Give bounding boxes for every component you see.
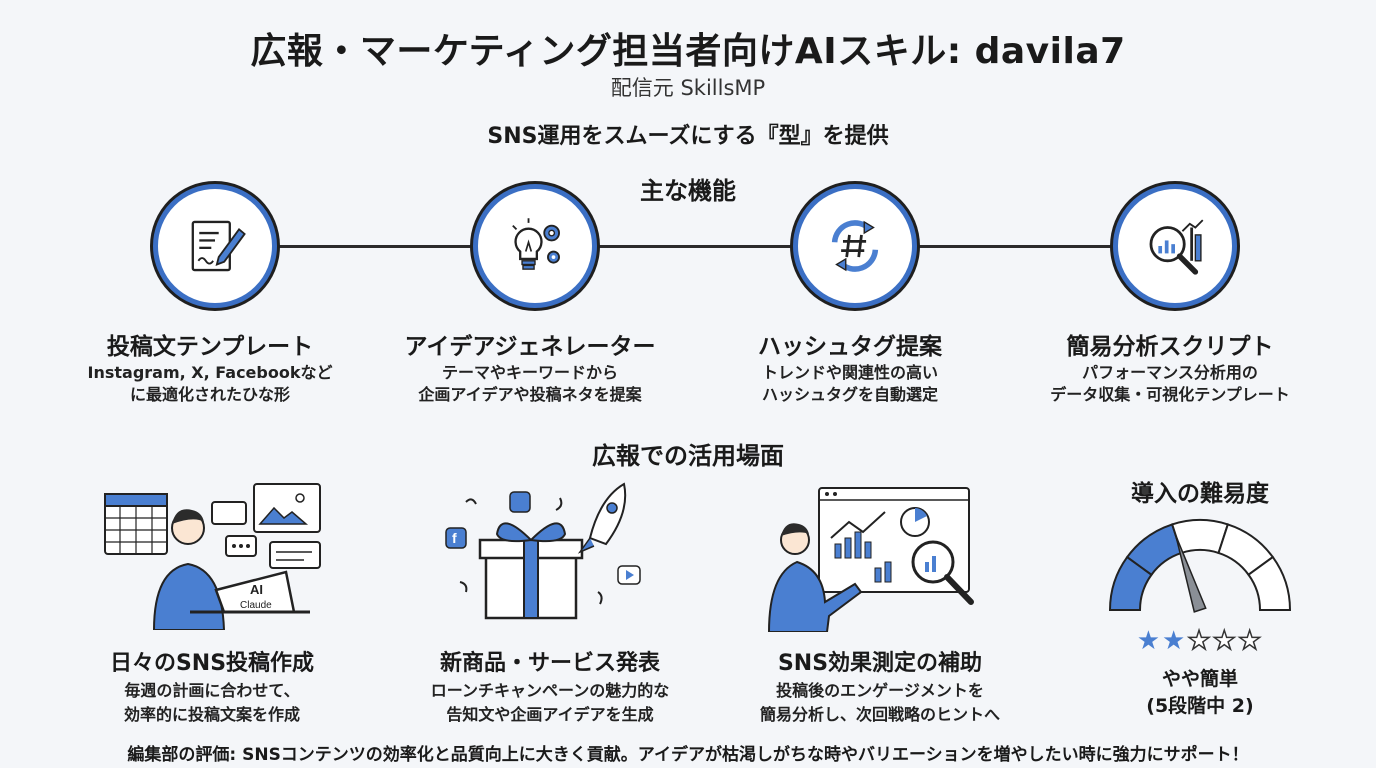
usecase-desc-daily-1: 毎週の計画に合わせて、 <box>124 681 300 700</box>
difficulty-scale: (5段階中 2) <box>1146 695 1254 717</box>
hashtag-cycle-icon <box>831 220 879 272</box>
feature-name-hashtag: ハッシュタグ提案 <box>758 334 942 360</box>
feature-circle-idea <box>473 184 597 308</box>
page-title: 広報・マーケティング担当者向けAIスキル: davila7 <box>250 31 1126 72</box>
difficulty-level: やや簡単 <box>1161 668 1238 690</box>
usecase-name-daily: 日々のSNS投稿作成 <box>109 651 315 676</box>
features-section-title: 主な機能 <box>640 177 736 205</box>
feature-desc-idea-2: 企画アイデアや投稿ネタを提案 <box>418 385 642 404</box>
person-dashboard-illustration <box>767 487 974 632</box>
difficulty-gauge <box>1108 519 1292 613</box>
usecase-desc-daily-2: 効率的に投稿文案を作成 <box>123 705 300 724</box>
usecase-desc-launch-2: 告知文や企画アイデアを生成 <box>446 705 654 724</box>
feature-circle-hashtag <box>793 184 917 308</box>
feature-desc-analysis-1: パフォーマンス分析用の <box>1082 363 1258 382</box>
tagline: SNS運用をスムーズにする『型』を提供 <box>487 124 889 149</box>
star-empty-icon: ★ <box>1212 625 1238 657</box>
editorial-evaluation: 編集部の評価: SNSコンテンツの効率化と品質向上に大きく貢献。アイデアが枯渇し… <box>127 745 1249 765</box>
magnifier-chart-icon <box>1149 219 1204 275</box>
feature-desc-template-2: に最適化されたひな形 <box>129 385 290 404</box>
bird-icon <box>509 491 531 513</box>
source-label: 配信元 SkillsMP <box>610 76 766 100</box>
usecases-section-title: 広報での活用場面 <box>592 442 784 470</box>
feature-desc-hashtag-2: ハッシュタグを自動選定 <box>761 385 938 404</box>
features-connector-line <box>250 245 1130 248</box>
gauge-segment <box>1247 555 1292 611</box>
feature-desc-template-1: Instagram, X, Facebookなど <box>87 363 333 382</box>
star-empty-icon: ★ <box>1187 625 1213 657</box>
usecase-desc-measure-2: 簡易分析し、次回戦略のヒントへ <box>759 705 1000 724</box>
person-laptop-illustration: AI Claude <box>104 483 321 630</box>
document-pen-icon <box>191 220 246 272</box>
feature-name-template: 投稿文テンプレート <box>106 334 314 360</box>
star-filled-icon: ★ <box>1162 626 1188 656</box>
facebook-icon: f <box>452 530 457 546</box>
laptop-claude-label: Claude <box>240 600 272 611</box>
usecase-name-launch: 新商品・サービス発表 <box>439 651 660 676</box>
feature-circle-template <box>153 184 277 308</box>
feature-desc-idea-1: テーマやキーワードから <box>441 363 618 382</box>
star-empty-icon: ★ <box>1237 625 1264 657</box>
gauge-needle <box>1175 535 1207 613</box>
usecase-desc-measure-1: 投稿後のエンゲージメントを <box>776 681 984 700</box>
feature-name-idea: アイデアジェネレーター <box>404 334 656 360</box>
laptop-logo-text: AI <box>250 582 263 597</box>
feature-circle-analysis <box>1113 184 1237 308</box>
feature-name-analysis: 簡易分析スクリプト <box>1066 334 1274 360</box>
usecase-desc-launch-1: ローンチキャンペーンの魅力的な <box>430 681 670 700</box>
star-filled-icon: ★ <box>1136 626 1163 656</box>
difficulty-title: 導入の難易度 <box>1131 481 1269 507</box>
lightbulb-gears-icon <box>512 218 560 270</box>
gift-rocket-illustration: f <box>445 482 641 620</box>
feature-desc-analysis-2: データ収集・可視化テンプレート <box>1050 385 1290 404</box>
feature-desc-hashtag-1: トレンドや関連性の高い <box>761 363 938 382</box>
usecase-name-measure: SNS効果測定の補助 <box>777 651 983 676</box>
difficulty-stars: ★★★★★ <box>1110 625 1290 657</box>
